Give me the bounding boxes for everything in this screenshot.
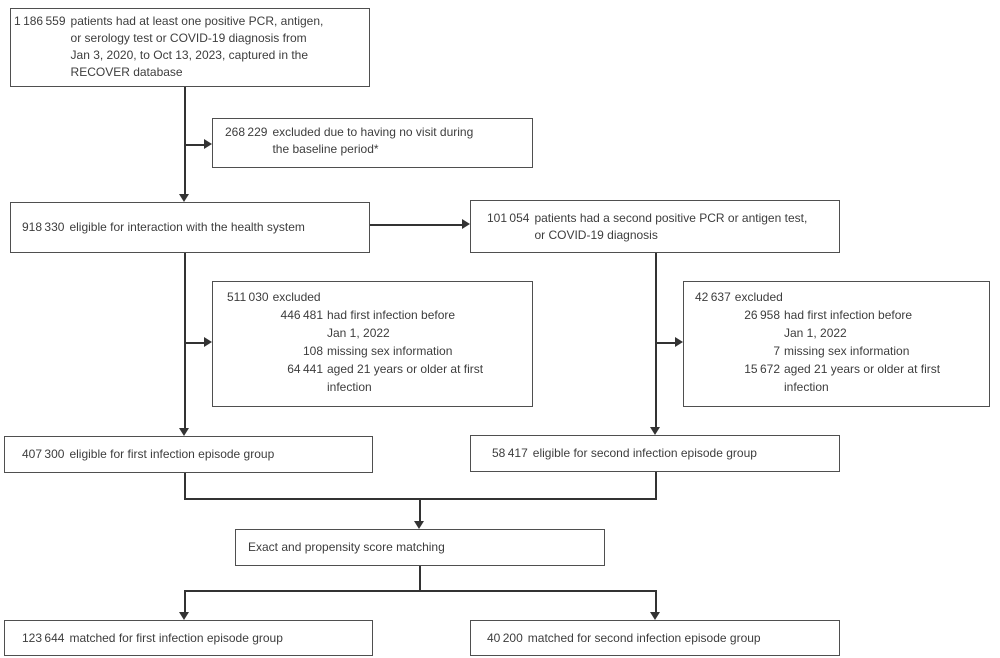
connector-split-up-stub bbox=[419, 566, 421, 591]
reason-text: missing sex information bbox=[784, 344, 910, 358]
connector-to-second-positive bbox=[370, 224, 462, 226]
reason-count: 108 bbox=[302, 344, 323, 358]
reason-count: 446 481 bbox=[280, 308, 323, 322]
eligible-second-text: 58 417 eligible for second infection epi… bbox=[492, 445, 757, 462]
eligible-first-description: eligible for first infection episode gro… bbox=[69, 447, 275, 461]
matched-second-text: 40 200 matched for second infection epis… bbox=[487, 630, 761, 647]
excluded-second-reason-row: 26 958 had first infection before Jan 1,… bbox=[695, 306, 983, 342]
reason-count: 15 672 bbox=[744, 362, 780, 376]
reason-text: aged 21 years or older at first infectio… bbox=[784, 362, 941, 394]
eligible-interaction-text: 918 330 eligible for interaction with th… bbox=[22, 219, 305, 236]
box-excluded-second-infection: 42 637 excluded 26 958 had first infecti… bbox=[683, 281, 990, 407]
matched-second-count: 40 200 bbox=[487, 630, 523, 645]
box-eligible-first-infection: 407 300 eligible for first infection epi… bbox=[4, 436, 373, 473]
excluded-baseline-text: 268 229 excluded due to having no visit … bbox=[225, 124, 526, 158]
excluded-second-label: excluded bbox=[734, 290, 783, 304]
excluded-first-reason-row: 108 missing sex information bbox=[227, 342, 526, 360]
box-matching-step: Exact and propensity score matching bbox=[235, 529, 605, 566]
connector-branch-excluded-second bbox=[656, 342, 675, 344]
connector-left-down bbox=[184, 253, 186, 428]
connector-split-right-down bbox=[655, 591, 657, 612]
arrowhead-right-icon bbox=[462, 219, 470, 229]
connector-merge-right-stub bbox=[655, 472, 657, 500]
connector-merge-horizontal bbox=[184, 498, 657, 500]
connector-split-horizontal bbox=[184, 590, 657, 592]
matched-first-count: 123 644 bbox=[22, 630, 65, 645]
reason-text: missing sex information bbox=[327, 344, 453, 358]
second-positive-count: 101 054 bbox=[487, 211, 530, 225]
reason-text: aged 21 years or older at first infectio… bbox=[327, 362, 484, 394]
box-eligible-health-system: 918 330 eligible for interaction with th… bbox=[10, 202, 370, 253]
excluded-first-count: 511 030 bbox=[227, 290, 269, 304]
eligible-interaction-count: 918 330 bbox=[22, 220, 65, 234]
box-excluded-no-baseline-visit: 268 229 excluded due to having no visit … bbox=[212, 118, 533, 168]
connector-branch-excluded-baseline bbox=[185, 144, 204, 146]
eligible-second-count: 58 417 bbox=[492, 446, 528, 460]
reason-text: had first infection before Jan 1, 2022 bbox=[327, 308, 456, 340]
box-initial-cohort: 1 186 559 patients had at least one posi… bbox=[10, 8, 370, 87]
initial-cohort-count: 1 186 559 bbox=[14, 14, 66, 28]
connector-initial-down bbox=[184, 87, 186, 194]
connector-branch-excluded-first bbox=[185, 342, 204, 344]
excluded-second-total-row: 42 637 excluded bbox=[695, 288, 983, 306]
connector-split-left-down bbox=[184, 591, 186, 612]
box-second-positive-test: 101 054 patients had a second positive P… bbox=[470, 200, 840, 253]
eligible-interaction-description: eligible for interaction with the health… bbox=[69, 220, 305, 234]
excluded-second-reason-row: 15 672 aged 21 years or older at first i… bbox=[695, 360, 983, 396]
connector-right-down bbox=[655, 253, 657, 427]
eligible-first-count: 407 300 bbox=[22, 447, 65, 461]
connector-merge-left-stub bbox=[184, 473, 186, 500]
arrowhead-down-icon bbox=[650, 612, 660, 620]
matched-second-description: matched for second infection episode gro… bbox=[527, 630, 761, 645]
matched-first-description: matched for first infection episode grou… bbox=[69, 630, 283, 645]
box-excluded-first-infection: 511 030 excluded 446 481 had first infec… bbox=[212, 281, 533, 407]
reason-count: 7 bbox=[773, 344, 780, 358]
box-matched-second-infection: 40 200 matched for second infection epis… bbox=[470, 620, 840, 656]
matching-step-label: Exact and propensity score matching bbox=[248, 540, 445, 554]
arrowhead-right-icon bbox=[675, 337, 683, 347]
arrowhead-right-icon bbox=[204, 139, 212, 149]
excluded-second-reason-row: 7 missing sex information bbox=[695, 342, 983, 360]
arrowhead-right-icon bbox=[204, 337, 212, 347]
reason-count: 64 441 bbox=[287, 362, 323, 376]
reason-count: 26 958 bbox=[744, 308, 780, 322]
excluded-first-reason-row: 446 481 had first infection before Jan 1… bbox=[227, 306, 526, 342]
connector-merge-down bbox=[419, 499, 421, 521]
excluded-baseline-count: 268 229 bbox=[225, 125, 268, 139]
arrowhead-down-icon bbox=[414, 521, 424, 529]
arrowhead-down-icon bbox=[179, 194, 189, 202]
eligible-second-description: eligible for second infection episode gr… bbox=[532, 446, 757, 460]
excluded-first-total-row: 511 030 excluded bbox=[227, 288, 526, 306]
arrowhead-down-icon bbox=[650, 427, 660, 435]
arrowhead-down-icon bbox=[179, 428, 189, 436]
eligible-first-text: 407 300 eligible for first infection epi… bbox=[22, 446, 274, 463]
box-matched-first-infection: 123 644 matched for first infection epis… bbox=[4, 620, 373, 656]
excluded-second-count: 42 637 bbox=[695, 290, 731, 304]
arrowhead-down-icon bbox=[179, 612, 189, 620]
excluded-first-reason-row: 64 441 aged 21 years or older at first i… bbox=[227, 360, 526, 396]
initial-cohort-text: 1 186 559 patients had at least one posi… bbox=[14, 13, 365, 81]
box-eligible-second-infection: 58 417 eligible for second infection epi… bbox=[470, 435, 840, 472]
reason-text: had first infection before Jan 1, 2022 bbox=[784, 308, 913, 340]
matched-first-text: 123 644 matched for first infection epis… bbox=[22, 630, 283, 647]
initial-cohort-description: patients had at least one positive PCR, … bbox=[70, 14, 324, 79]
second-positive-description: patients had a second positive PCR or an… bbox=[534, 211, 808, 242]
second-positive-text: 101 054 patients had a second positive P… bbox=[487, 210, 833, 244]
excluded-first-label: excluded bbox=[272, 290, 321, 304]
excluded-baseline-description: excluded due to having no visit during t… bbox=[272, 125, 474, 156]
